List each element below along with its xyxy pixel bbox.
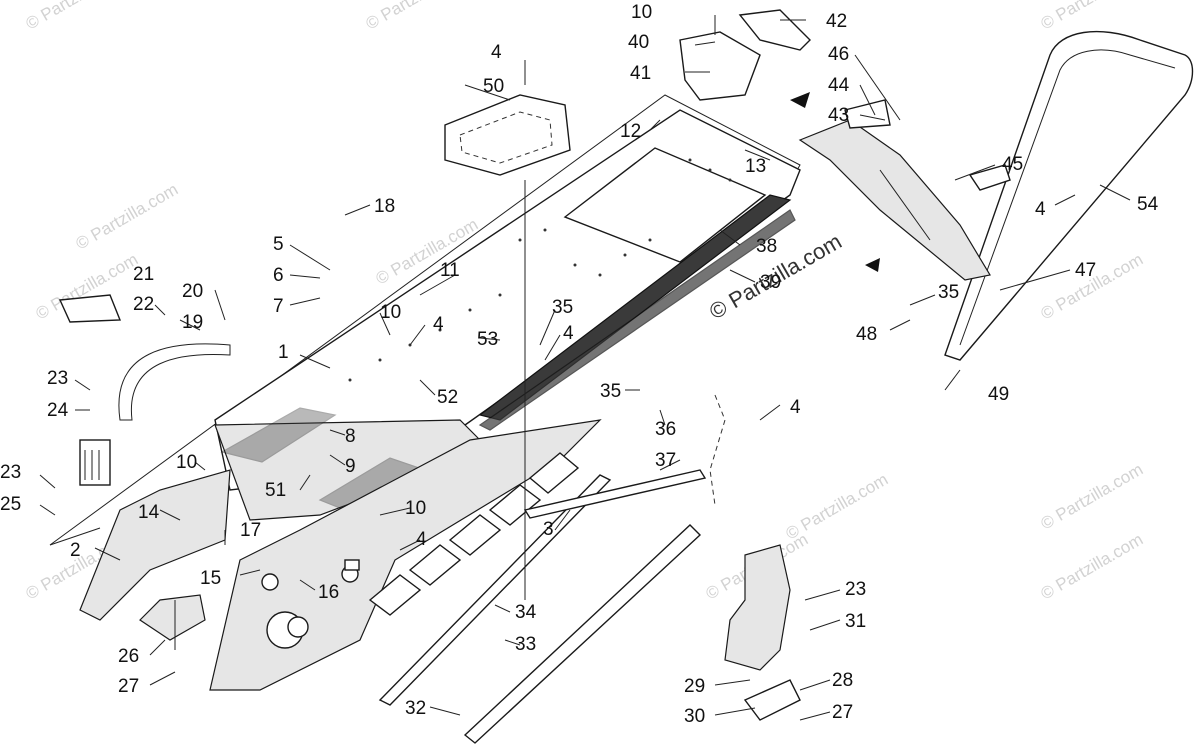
callout-30: 30 <box>684 706 705 727</box>
callout-52: 52 <box>437 387 458 408</box>
callout-6: 6 <box>273 265 284 286</box>
callout-13: 13 <box>745 156 766 177</box>
rear-bumper <box>944 30 1194 361</box>
callout-22: 22 <box>133 294 154 315</box>
direction-arrow <box>790 92 810 108</box>
grab-handle <box>118 343 231 421</box>
chassis-tunnel <box>49 94 801 546</box>
watermark-text: © Partzilla.com <box>73 180 182 254</box>
callout-11: 11 <box>440 260 460 281</box>
callout-35: 35 <box>938 282 959 303</box>
callout-12: 12 <box>620 121 641 142</box>
callout-34: 34 <box>515 602 537 623</box>
callout-35: 35 <box>552 297 573 318</box>
watermark-text: © Partzilla.com <box>23 0 132 33</box>
chassis-side-panel <box>209 419 602 691</box>
callout-43: 43 <box>828 105 849 126</box>
callout-32: 32 <box>405 698 426 719</box>
direction-arrow <box>865 258 880 272</box>
callout-16: 16 <box>318 582 339 603</box>
callout-20: 20 <box>182 281 203 302</box>
left-side-panel <box>79 439 231 621</box>
callout-15: 15 <box>200 568 221 589</box>
leader-lines <box>39 15 1131 721</box>
callout-40: 40 <box>628 32 649 53</box>
hitch-bracket <box>679 9 811 101</box>
callout-14: 14 <box>138 502 160 523</box>
callout-37: 37 <box>655 450 676 471</box>
footplate <box>724 544 801 721</box>
callout-9: 9 <box>345 456 356 477</box>
callout-23: 23 <box>47 368 68 389</box>
callout-48: 48 <box>856 324 877 345</box>
callout-1: 1 <box>278 342 289 363</box>
callout-21: 21 <box>133 264 154 285</box>
watermark-text: © Partzilla.com <box>1038 460 1147 534</box>
callout-29: 29 <box>684 676 705 697</box>
callout-17: 17 <box>240 520 261 541</box>
callout-23: 23 <box>0 462 21 483</box>
callout-27: 27 <box>832 702 853 723</box>
callout-10: 10 <box>380 302 401 323</box>
callout-53: 53 <box>477 329 498 350</box>
callout-49: 49 <box>988 384 1009 405</box>
callout-18: 18 <box>374 196 395 217</box>
callout-5: 5 <box>273 234 284 255</box>
callout-7: 7 <box>273 296 284 317</box>
callout-42: 42 <box>826 11 847 32</box>
watermark-text: © Partzilla.com <box>783 470 892 544</box>
callout-51: 51 <box>265 480 286 501</box>
callout-38: 38 <box>756 236 777 257</box>
slide-rails <box>378 469 707 744</box>
callout-46: 46 <box>828 44 849 65</box>
callout-10: 10 <box>176 452 197 473</box>
callout-44: 44 <box>828 75 850 96</box>
watermark-text: © Partzilla.com <box>1038 530 1147 604</box>
callout-19: 19 <box>182 312 203 333</box>
callout-47: 47 <box>1075 260 1096 281</box>
watermark-text: © Partzilla.com <box>1038 0 1147 33</box>
callout-26: 26 <box>118 646 139 667</box>
callout-labels: 1 2 3 4 4 4 4 4 4 5 6 7 8 9 10 10 10 10 … <box>0 2 1159 727</box>
callout-4: 4 <box>563 323 574 344</box>
callout-25: 25 <box>0 494 21 515</box>
callout-45: 45 <box>1002 154 1023 175</box>
callout-10: 10 <box>405 498 426 519</box>
callout-23: 23 <box>845 579 866 600</box>
callout-4: 4 <box>416 529 427 550</box>
callout-4: 4 <box>790 397 801 418</box>
tunnel-stripe <box>478 194 796 431</box>
callout-31: 31 <box>845 611 866 632</box>
callout-33: 33 <box>515 634 536 655</box>
callout-10: 10 <box>631 2 652 23</box>
callout-8: 8 <box>345 426 356 447</box>
callout-4: 4 <box>491 42 502 63</box>
part-26 <box>139 594 206 641</box>
callout-36: 36 <box>655 419 676 440</box>
callout-50: 50 <box>483 76 504 97</box>
callout-39: 39 <box>760 272 781 293</box>
rear-flap <box>798 99 1011 281</box>
callout-41: 41 <box>630 63 651 84</box>
callout-28: 28 <box>832 670 853 691</box>
callout-3: 3 <box>543 519 554 540</box>
callout-27: 27 <box>118 676 139 697</box>
callout-2: 2 <box>70 540 81 561</box>
callout-24: 24 <box>47 400 69 421</box>
callout-4: 4 <box>433 314 444 335</box>
watermark-text: © Partzilla.com <box>363 0 472 33</box>
callout-54: 54 <box>1137 194 1159 215</box>
seat-pad <box>444 94 571 176</box>
callout-35: 35 <box>600 381 621 402</box>
strap-37 <box>709 394 726 506</box>
part-21 <box>58 294 122 323</box>
callout-4: 4 <box>1035 199 1046 220</box>
